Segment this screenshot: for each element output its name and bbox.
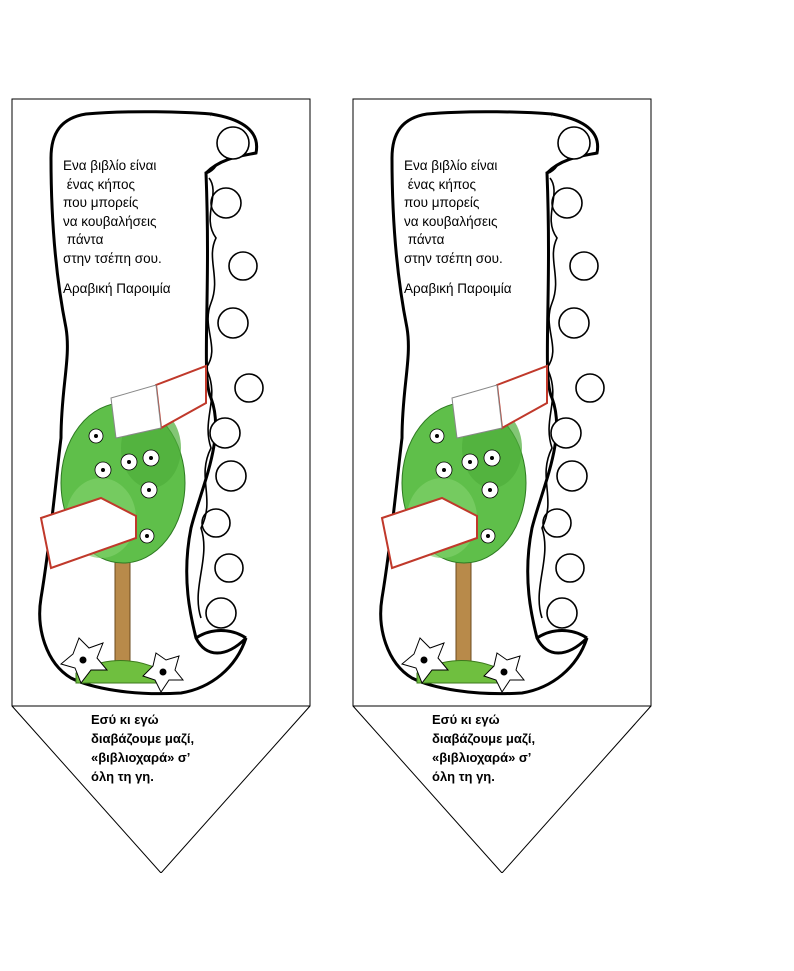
flower-illustration [59,637,185,693]
children-illustration [538,126,605,629]
bookmark-outline [11,98,311,873]
quote-text: Ενα βιβλίο είναι ένας κήπος που μπορείς … [404,158,503,266]
book-illustration [39,364,207,570]
bookmark-caption: Εσύ κι εγώ διαβάζουμε μαζί, «βιβλιοχαρά»… [432,712,536,784]
bookmark-quote: Ενα βιβλίο είναι ένας κήπος που μπορείς … [404,157,512,299]
children-illustration [197,126,264,629]
flower-illustration [400,637,526,693]
quote-text: Ενα βιβλίο είναι ένας κήπος που μπορείς … [63,158,162,266]
book-illustration [380,364,548,570]
bookmark-quote: Ενα βιβλίο είναι ένας κήπος που μπορείς … [63,157,171,299]
bookmark-left: Ενα βιβλίο είναι ένας κήπος που μπορείς … [11,98,311,873]
bookmark-right: Ενα βιβλίο είναι ένας κήπος που μπορείς … [352,98,652,873]
quote-author: Αραβική Παροιμία [404,281,512,296]
bookmark-outline [352,98,652,873]
bookmark-caption: Εσύ κι εγώ διαβάζουμε μαζί, «βιβλιοχαρά»… [91,712,195,784]
quote-author: Αραβική Παροιμία [63,281,171,296]
